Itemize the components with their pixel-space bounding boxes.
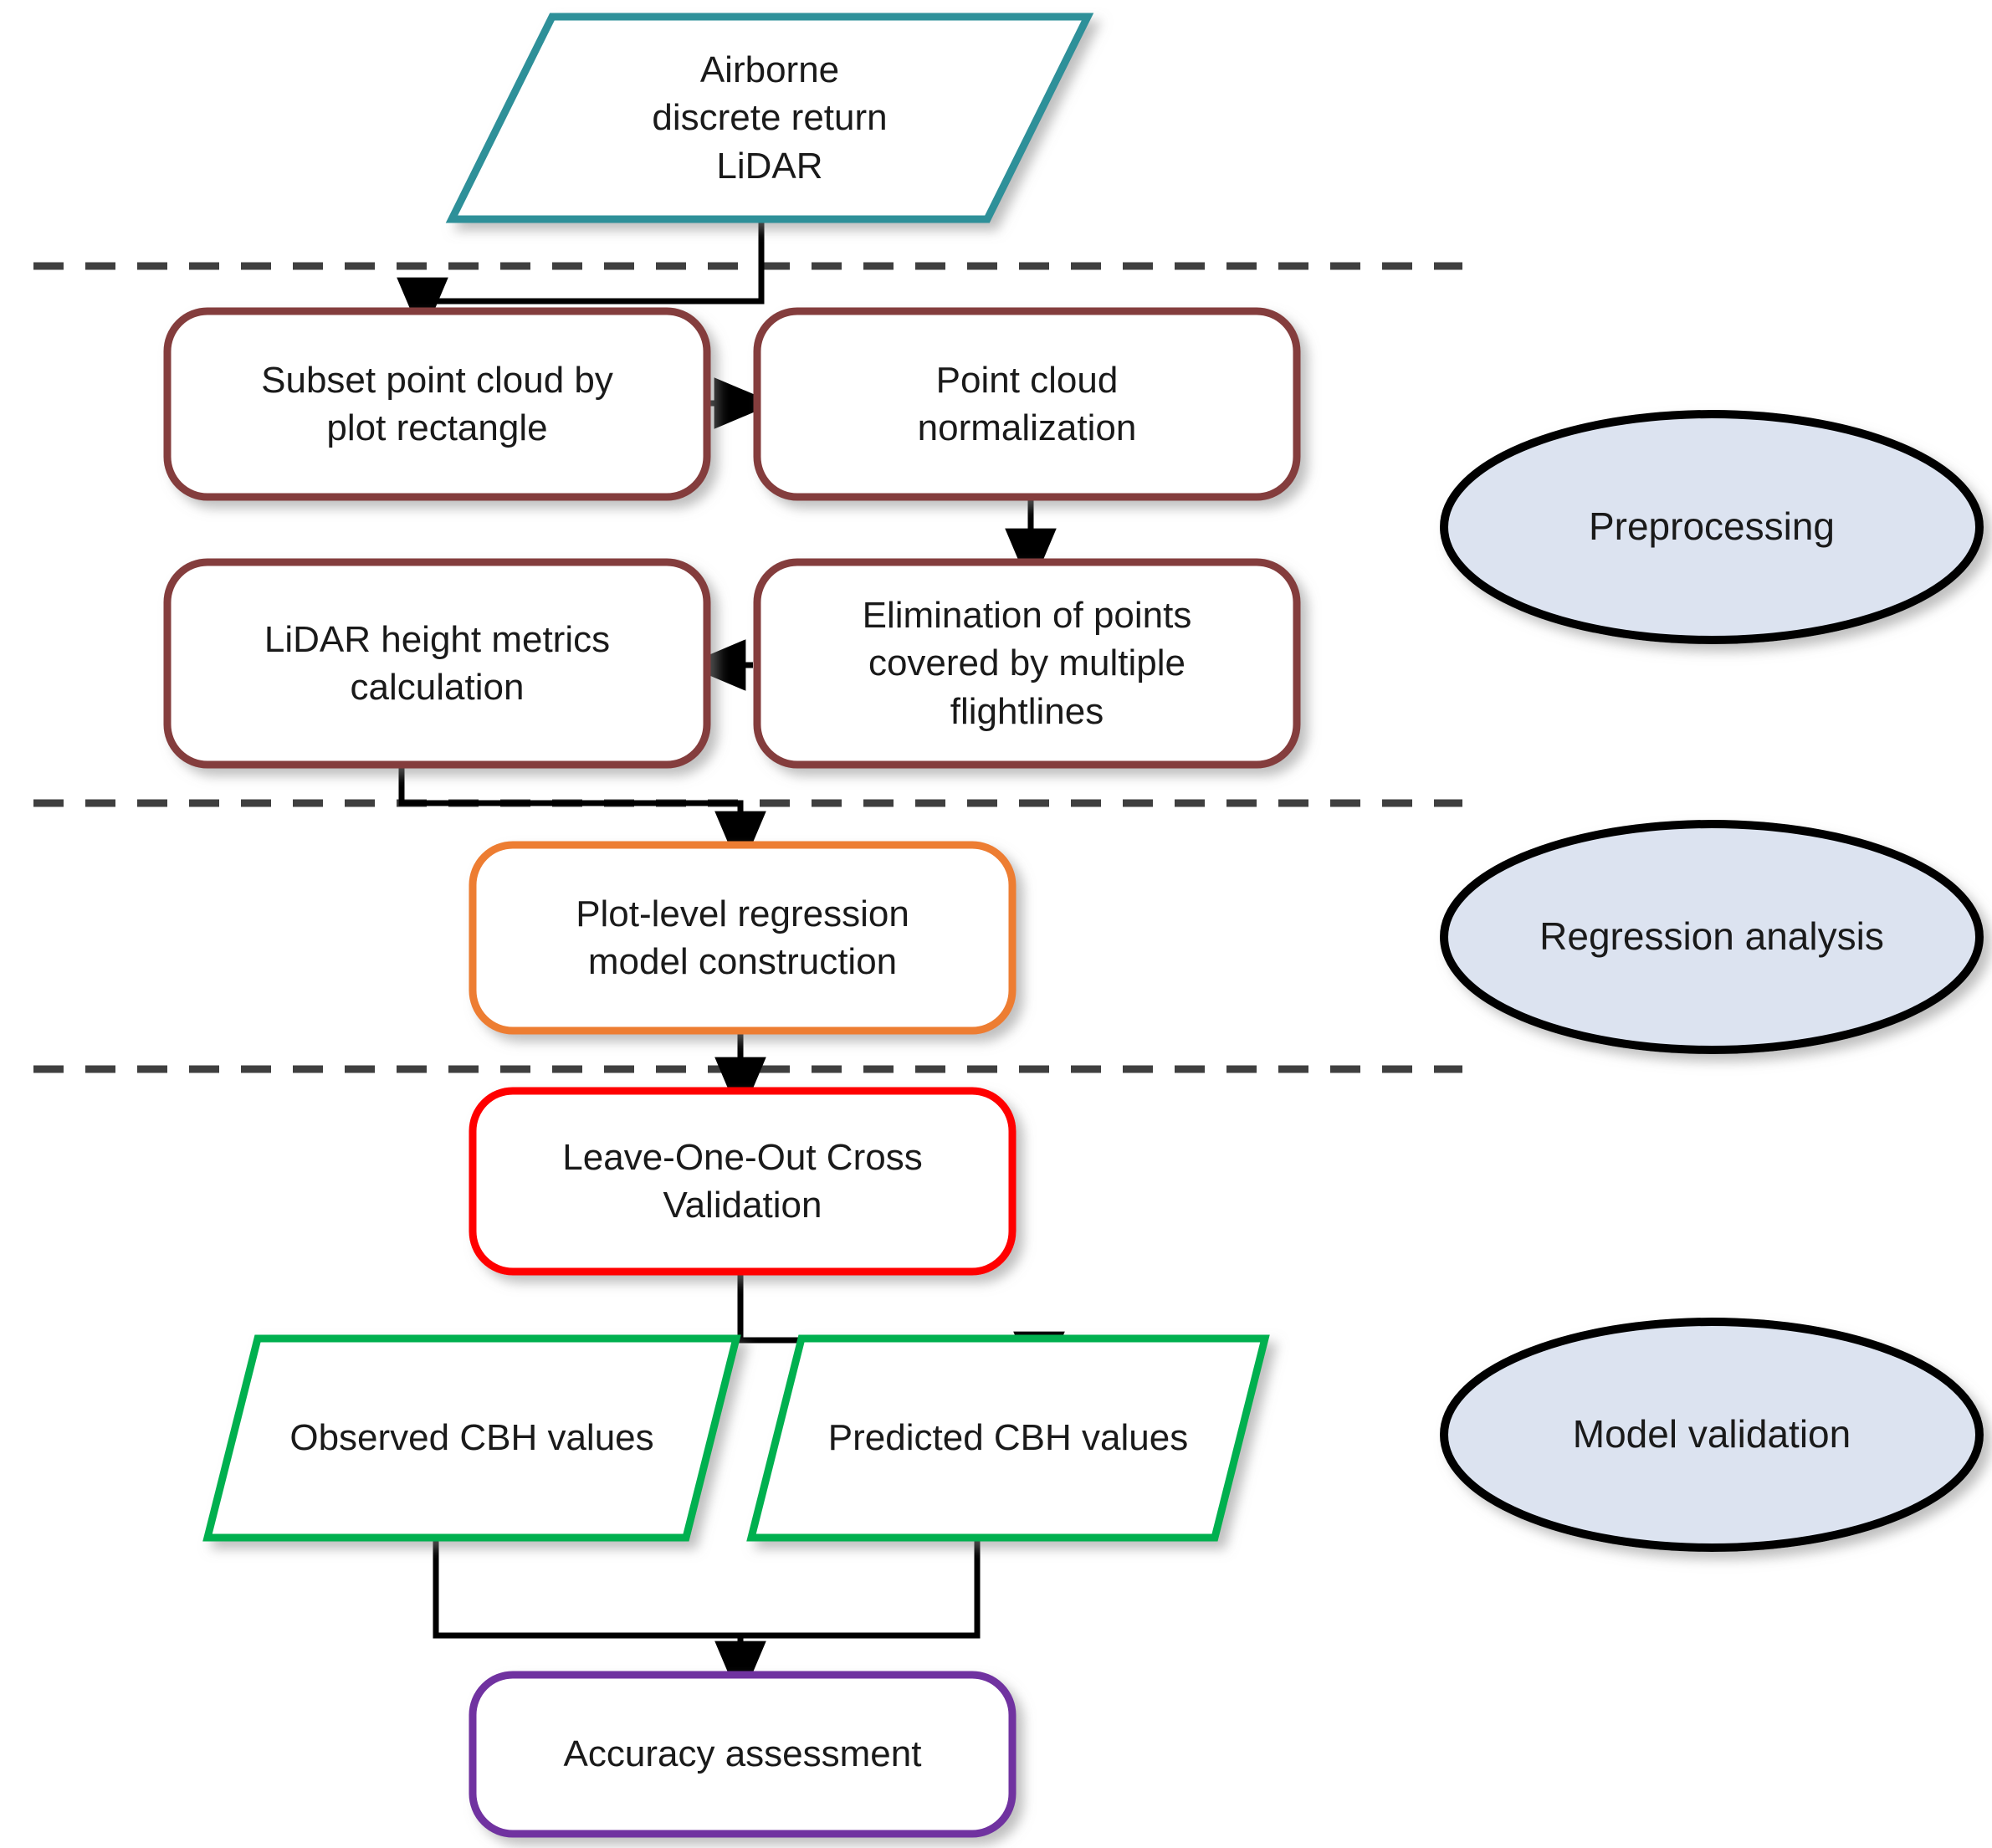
node-accuracy-assessment[interactable] <box>469 1671 1016 1838</box>
node-lidar-height-metrics[interactable] <box>163 558 711 769</box>
node-subset-point-cloud[interactable] <box>163 307 711 501</box>
node-plot-level-regression[interactable] <box>469 841 1016 1035</box>
stage-preprocessing-shape[interactable] <box>1440 410 1984 644</box>
stage-model-validation-shape[interactable] <box>1440 1318 1984 1552</box>
edge-predicted-to-accuracy <box>714 1538 981 1702</box>
edge-source-to-subset <box>397 219 765 339</box>
node-predicted-cbh-values[interactable] <box>746 1334 1270 1542</box>
node-elimination-of-points[interactable] <box>753 558 1301 769</box>
stage-regression-analysis-shape[interactable] <box>1440 820 1984 1054</box>
edge-metrics-to-regression <box>398 763 766 873</box>
node-source-lidar[interactable] <box>445 13 1094 223</box>
node-observed-cbh-values[interactable] <box>202 1334 741 1542</box>
node-leave-one-out-cv[interactable] <box>469 1087 1016 1276</box>
edge-observed-to-accuracy <box>433 1538 740 1639</box>
node-point-cloud-normalization[interactable] <box>753 307 1301 501</box>
